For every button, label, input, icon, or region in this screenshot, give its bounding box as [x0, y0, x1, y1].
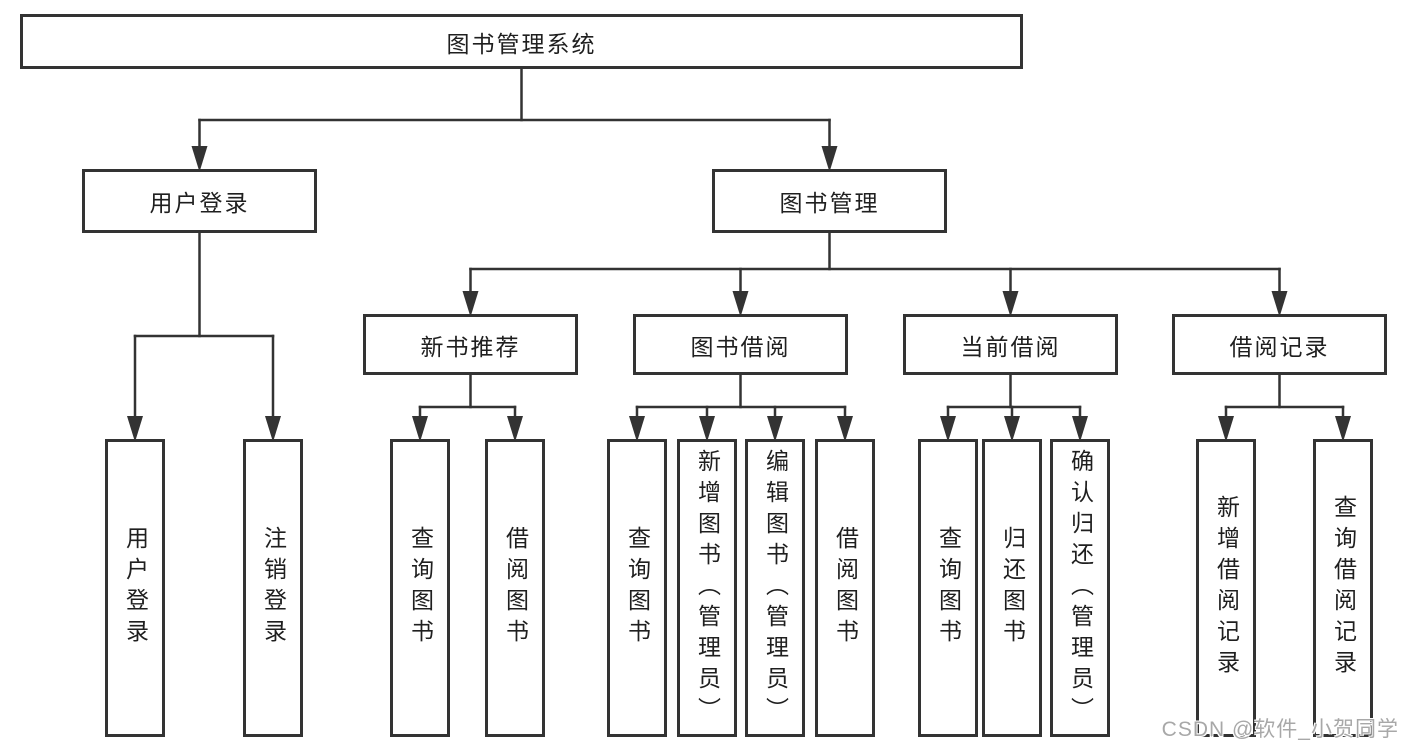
node-library-system: 图书管理系统 — [20, 14, 1023, 69]
leaf-query-books-current: 查询图书 — [918, 439, 978, 737]
leaf-add-borrow-record: 新增借阅记录 — [1196, 439, 1256, 737]
leaf-label: 查询借阅记录 — [1330, 495, 1357, 681]
node-label: 用户登录 — [149, 190, 250, 216]
node-label: 当前借阅 — [960, 333, 1061, 360]
leaf-logout: 注销登录 — [243, 439, 303, 737]
leaf-label: 编辑图书（管理员） — [762, 448, 789, 728]
node-current-borrow: 当前借阅 — [903, 314, 1118, 375]
node-user-login: 用户登录 — [82, 169, 317, 233]
leaf-label: 查询图书 — [935, 526, 962, 650]
leaf-query-books-borrow: 查询图书 — [607, 439, 667, 737]
watermark: CSDN @软件_小贺同学 — [1161, 718, 1399, 741]
leaf-label: 查询图书 — [624, 526, 651, 650]
leaf-label: 新增图书（管理员） — [694, 448, 721, 728]
leaf-label: 查询图书 — [407, 526, 434, 650]
leaf-query-books-recommend: 查询图书 — [390, 439, 450, 737]
leaf-confirm-return-admin: 确认归还（管理员） — [1050, 439, 1110, 737]
leaf-label: 确认归还（管理员） — [1067, 448, 1094, 728]
node-label: 借阅记录 — [1229, 333, 1330, 360]
node-book-management: 图书管理 — [712, 169, 947, 233]
node-label: 图书管理 — [779, 190, 880, 216]
leaf-label: 借阅图书 — [832, 526, 859, 650]
node-label: 新书推荐 — [420, 333, 521, 360]
leaf-add-books-admin: 新增图书（管理员） — [677, 439, 737, 737]
node-book-borrow: 图书借阅 — [633, 314, 848, 375]
leaf-user-login: 用户登录 — [105, 439, 165, 737]
leaf-label: 借阅图书 — [502, 526, 529, 650]
leaf-label: 注销登录 — [260, 526, 287, 650]
leaf-borrow-books-recommend: 借阅图书 — [485, 439, 545, 737]
node-label: 图书借阅 — [690, 333, 791, 360]
leaf-label: 新增借阅记录 — [1213, 495, 1240, 681]
leaf-edit-books-admin: 编辑图书（管理员） — [745, 439, 805, 737]
node-new-book-recommend: 新书推荐 — [363, 314, 578, 375]
leaf-borrow-books: 借阅图书 — [815, 439, 875, 737]
node-label: 图书管理系统 — [446, 30, 597, 57]
leaf-label: 归还图书 — [999, 526, 1026, 650]
leaf-return-books: 归还图书 — [982, 439, 1042, 737]
node-borrow-records: 借阅记录 — [1172, 314, 1387, 375]
leaf-label: 用户登录 — [122, 526, 149, 650]
leaf-query-borrow-record: 查询借阅记录 — [1313, 439, 1373, 737]
